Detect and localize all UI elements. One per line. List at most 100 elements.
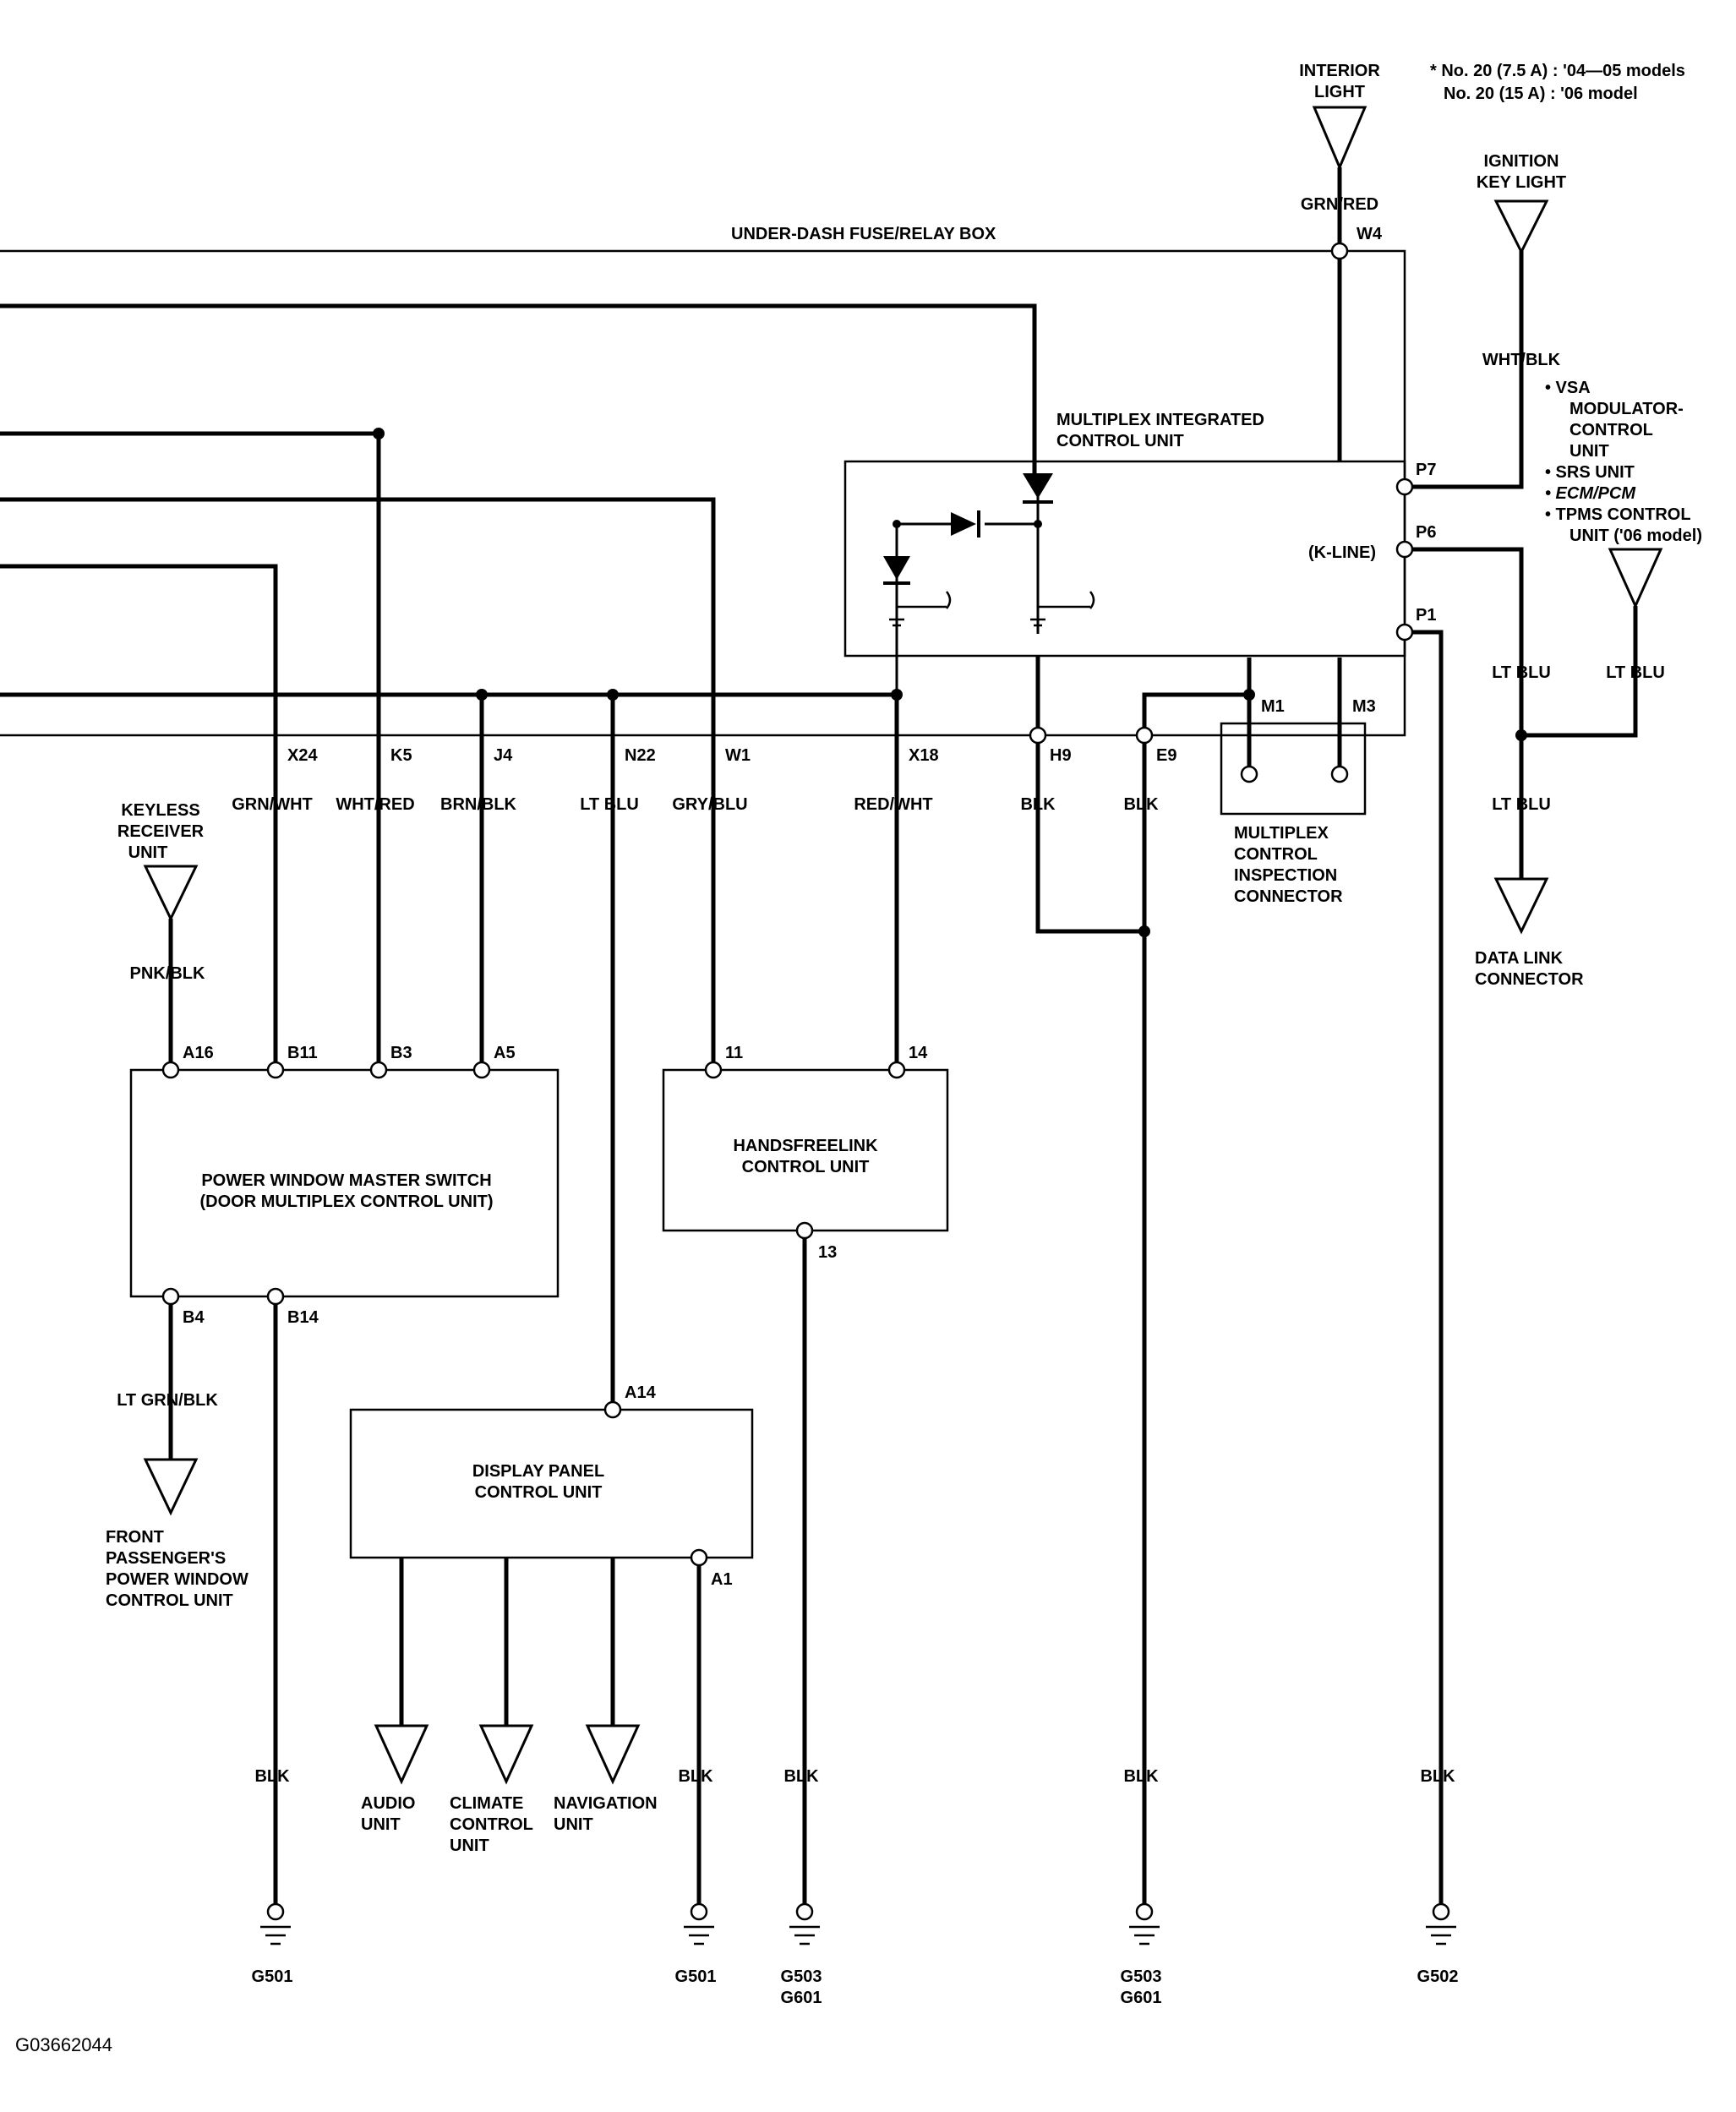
pin-e9: E9 bbox=[1156, 746, 1176, 765]
wire-color-grn-wht: GRN/WHT bbox=[232, 795, 313, 814]
wire-color-wht-red: WHT/RED bbox=[336, 795, 414, 814]
terminal-p7 bbox=[1395, 478, 1414, 496]
terminal-p6 bbox=[1395, 540, 1414, 559]
navigation-label: UNIT bbox=[554, 1815, 593, 1834]
pin-h9: H9 bbox=[1050, 746, 1072, 765]
keyless-receiver-label: UNIT bbox=[128, 843, 168, 862]
data-link-label: CONNECTOR bbox=[1475, 970, 1584, 989]
ignition-key-light-label: IGNITION bbox=[1484, 152, 1559, 171]
wire-color-brn-blk: BRN/BLK bbox=[440, 795, 517, 814]
climate-label: UNIT bbox=[450, 1836, 489, 1855]
pwms-label: POWER WINDOW MASTER SWITCH bbox=[201, 1171, 491, 1190]
pin-p6: P6 bbox=[1416, 523, 1436, 542]
terminal-e9 bbox=[1135, 726, 1154, 745]
wire-gry-blu bbox=[0, 497, 716, 1070]
wire-color-blk: BLK bbox=[678, 1767, 713, 1786]
ground-icon bbox=[260, 1902, 291, 1946]
kline-label: (K-LINE) bbox=[1308, 543, 1376, 562]
terminal-w4 bbox=[1330, 242, 1349, 260]
terminal-b4 bbox=[161, 1287, 180, 1306]
pin-w4: W4 bbox=[1357, 225, 1383, 243]
inspection-connector-label: MULTIPLEX bbox=[1234, 824, 1329, 843]
front-passenger-label: FRONT bbox=[106, 1528, 164, 1547]
pin-m1: M1 bbox=[1261, 697, 1285, 716]
ground-label-g601: G601 bbox=[1121, 1989, 1162, 2007]
front-passenger-label: PASSENGER'S bbox=[106, 1549, 226, 1568]
wire-color-blk: BLK bbox=[254, 1767, 290, 1786]
vsa-list-item: • TPMS CONTROL bbox=[1545, 505, 1691, 524]
ground-label-g501: G501 bbox=[675, 1967, 717, 1986]
pin-b14: B14 bbox=[287, 1308, 319, 1327]
front-passenger-connector-icon bbox=[143, 1458, 199, 1516]
wire-color-lt-blu: LT BLU bbox=[1606, 663, 1665, 682]
micu-box bbox=[843, 460, 1406, 658]
wire-red-wht bbox=[0, 692, 899, 1070]
diode-3-icon bbox=[883, 556, 910, 580]
wire-color-lt-blu: LT BLU bbox=[580, 795, 639, 814]
micu-label: MULTIPLEX INTEGRATED bbox=[1056, 411, 1264, 429]
terminal-hfl-13 bbox=[795, 1221, 814, 1240]
pin-x24: X24 bbox=[287, 746, 318, 765]
vsa-list-item: MODULATOR- bbox=[1569, 400, 1684, 418]
pin-hfl-13: 13 bbox=[818, 1243, 837, 1262]
interior-light-label: INTERIOR bbox=[1299, 62, 1380, 80]
terminal-b11 bbox=[266, 1061, 285, 1079]
keyless-receiver-label: KEYLESS bbox=[121, 801, 199, 820]
hfl-label: CONTROL UNIT bbox=[742, 1158, 870, 1176]
figure-id: G03662044 bbox=[15, 2034, 112, 2055]
wire-p1-blk bbox=[1405, 630, 1444, 1912]
ground-label-g502: G502 bbox=[1417, 1967, 1459, 1986]
micu-label: CONTROL UNIT bbox=[1056, 432, 1184, 450]
inspection-connector-label: CONTROL bbox=[1234, 845, 1318, 864]
wire-color-gry-blu: GRY/BLU bbox=[672, 795, 747, 814]
junction-dots bbox=[373, 428, 1527, 937]
inspection-connector-label: CONNECTOR bbox=[1234, 887, 1343, 906]
micu-internals bbox=[883, 473, 1095, 695]
pwms-box bbox=[129, 1068, 560, 1298]
audio-label: AUDIO bbox=[361, 1794, 415, 1813]
wire-color-pnk-blk: PNK/BLK bbox=[130, 964, 205, 983]
pin-m3: M3 bbox=[1352, 697, 1376, 716]
vsa-list-item: • SRS UNIT bbox=[1545, 463, 1635, 482]
inspection-connector-label: INSPECTION bbox=[1234, 866, 1337, 885]
terminal-m1 bbox=[1240, 765, 1258, 783]
ignition-key-light-connector-icon bbox=[1493, 199, 1549, 255]
pin-hfl-11: 11 bbox=[725, 1044, 743, 1062]
wire-color-lt-grn-blk: LT GRN/BLK bbox=[117, 1391, 218, 1410]
tpms-connector-icon bbox=[1608, 548, 1663, 609]
wire-color-blk: BLK bbox=[1020, 795, 1056, 814]
fuse-box-label: UNDER-DASH FUSE/RELAY BOX bbox=[731, 225, 996, 243]
climate-label: CLIMATE bbox=[450, 1794, 523, 1813]
display-box bbox=[349, 1408, 754, 1559]
ground-label-g601: G601 bbox=[781, 1989, 822, 2007]
pin-p1: P1 bbox=[1416, 606, 1436, 625]
wire-color-blk: BLK bbox=[1123, 795, 1159, 814]
navigation-label: NAVIGATION bbox=[554, 1794, 658, 1813]
front-passenger-label: POWER WINDOW bbox=[106, 1570, 248, 1589]
pin-b11: B11 bbox=[287, 1044, 318, 1062]
keyless-receiver-connector-icon bbox=[143, 865, 199, 922]
data-link-connector-icon bbox=[1493, 877, 1549, 935]
vsa-list-item: CONTROL bbox=[1569, 421, 1653, 439]
vsa-list-item: UNIT ('06 model) bbox=[1569, 527, 1702, 545]
pin-a1: A1 bbox=[711, 1570, 733, 1589]
ground-label-g501: G501 bbox=[252, 1967, 293, 1986]
pin-a14: A14 bbox=[625, 1383, 657, 1402]
fuse-note-line-1: * No. 20 (7.5 A) : '04—05 models bbox=[1430, 62, 1685, 80]
pin-x18: X18 bbox=[909, 746, 939, 765]
wire-color-wht-blk: WHT/BLK bbox=[1482, 351, 1561, 369]
terminal-p1 bbox=[1395, 623, 1414, 641]
pin-b4: B4 bbox=[183, 1308, 205, 1327]
vsa-list-item: UNIT bbox=[1569, 442, 1609, 461]
terminal-h9 bbox=[1029, 726, 1047, 745]
terminal-m3 bbox=[1330, 765, 1349, 783]
wire-p6-lt-blu bbox=[1405, 547, 1524, 879]
pwms-label: (DOOR MULTIPLEX CONTROL UNIT) bbox=[199, 1192, 493, 1211]
terminal-a5 bbox=[472, 1061, 491, 1079]
terminal-hfl-14 bbox=[887, 1061, 906, 1079]
audio-connector-icon bbox=[374, 1724, 429, 1785]
pin-p7: P7 bbox=[1416, 461, 1436, 479]
display-label: CONTROL UNIT bbox=[475, 1483, 603, 1502]
pin-n22: N22 bbox=[625, 746, 656, 765]
